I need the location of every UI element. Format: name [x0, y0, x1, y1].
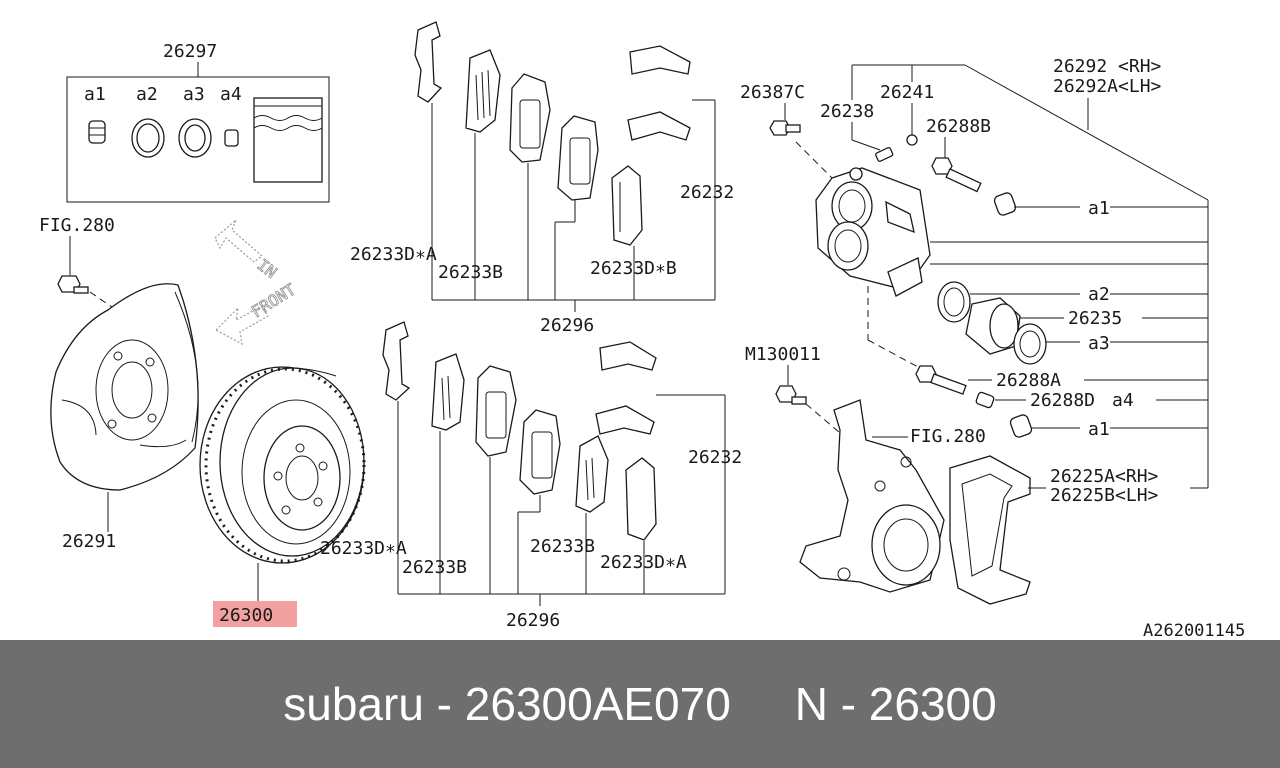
pad-upper-2-part	[557, 115, 599, 201]
pad-clip-lower-part	[595, 341, 657, 435]
label-pad-b-top: 26233B	[438, 262, 503, 283]
boot-a1-right-part	[993, 192, 1080, 216]
label-shield: 26291	[62, 531, 116, 552]
seal-kit-box	[66, 76, 330, 203]
bleeder-cap-part	[875, 147, 894, 162]
diagram-code: A262001145	[1143, 621, 1245, 640]
label-cap: 26238	[820, 101, 874, 122]
sleeve-a4-right-part	[975, 391, 995, 409]
label-a1-right2: a1	[1088, 419, 1110, 440]
label-26297: 26297	[163, 41, 217, 62]
label-fig280-right: FIG.280	[910, 426, 986, 447]
label-pad-d-b-top: 26233D∗B	[590, 258, 677, 279]
pad-shim-upper-1-part	[414, 21, 443, 103]
bolt-m-part	[775, 385, 807, 405]
pad-shim-lower-4-part	[625, 457, 657, 541]
rotor-highlight-box	[213, 601, 297, 627]
caliper-bracket-part	[949, 455, 1031, 605]
label-a1-right1: a1	[1088, 198, 1110, 219]
label-a1-top: a1	[84, 84, 106, 105]
label-pad-d-a-top: 26233D∗A	[350, 244, 437, 265]
pad-shim-upper-3-part	[611, 165, 643, 246]
brake-rotor-part	[199, 366, 366, 564]
boot-a1-right2-part	[1009, 414, 1033, 438]
label-caliper-lh: 26292A<LH>	[1053, 76, 1162, 97]
label-bolt-m: M130011	[745, 344, 821, 365]
bolt-c-part	[769, 120, 801, 136]
pad-lower-2-part	[519, 409, 561, 495]
seal-ring-a2-part	[131, 118, 165, 158]
label-direction-front: FRONT	[248, 280, 299, 322]
pad-shim-lower-2-part	[431, 353, 465, 431]
label-a4-top: a4	[220, 84, 242, 105]
label-a3-right: a3	[1088, 333, 1110, 354]
label-pin-a: 26288A	[996, 370, 1061, 391]
pad-upper-1-part	[509, 73, 551, 163]
label-bolt-c: 26387C	[740, 82, 805, 103]
label-kit-bot: 26296	[506, 610, 560, 631]
label-pad-d-a-bot1: 26233D∗A	[320, 538, 407, 559]
bleeder-screw-part	[906, 134, 918, 146]
splash-shield-part	[50, 283, 199, 491]
label-pin-d: 26288D	[1030, 390, 1095, 411]
boot-a1-part	[88, 120, 106, 144]
seal-a2-right-part	[937, 281, 971, 323]
dust-seal-a3-part	[178, 118, 212, 158]
sleeve-a4-part	[224, 129, 239, 147]
pad-lower-1-part	[475, 365, 517, 457]
pad-shim-upper-2-part	[465, 49, 501, 133]
label-fig280-left: FIG.280	[39, 215, 115, 236]
label-a2-right: a2	[1088, 284, 1110, 305]
label-bracket-lh: 26225B<LH>	[1050, 485, 1159, 506]
label-pad-d-a-bot2: 26233D∗A	[600, 552, 687, 573]
caption-bar: subaru - 26300AE070 N - 26300	[0, 640, 1280, 768]
label-clip-top: 26232	[680, 182, 734, 203]
label-a4-right: a4	[1112, 390, 1134, 411]
label-bracket-rh: 26225A<RH>	[1050, 466, 1159, 487]
caption-text: subaru - 26300AE070 N - 26300	[283, 678, 997, 730]
guide-pin-b-part	[931, 157, 982, 193]
direction-in-arrow-icon	[214, 219, 263, 263]
direction-front-arrow-icon	[215, 305, 269, 346]
label-a2-top: a2	[136, 84, 158, 105]
label-pad-b-bot1: 26233B	[402, 557, 467, 578]
label-bleeder: 26241	[880, 82, 934, 103]
label-caliper-rh: 26292 <RH>	[1053, 56, 1162, 77]
label-rotor: 26300	[219, 605, 273, 626]
label-clip-bot: 26232	[688, 447, 742, 468]
label-pad-b-bot2: 26233B	[530, 536, 595, 557]
parts-diagram: 26297 a1 a2 a3 a4 FIG.280	[39, 21, 1246, 640]
caliper-body-part	[815, 167, 931, 297]
bolt-left-part	[57, 275, 89, 294]
steering-knuckle-part	[799, 399, 945, 593]
label-kit-top: 26296	[540, 315, 594, 336]
pad-shim-lower-3-part	[575, 435, 609, 513]
pad-shim-lower-1-part	[382, 321, 411, 401]
grease-bag-part	[253, 97, 323, 183]
guide-pin-a-part	[915, 365, 967, 395]
pad-clip-upper-part	[627, 45, 691, 141]
piston-part	[965, 297, 1021, 355]
label-pin-b: 26288B	[926, 116, 991, 137]
dust-seal-a3-right-part	[1013, 323, 1047, 365]
label-direction-in: IN	[254, 255, 281, 282]
label-a3-top: a3	[183, 84, 205, 105]
label-piston: 26235	[1068, 308, 1122, 329]
